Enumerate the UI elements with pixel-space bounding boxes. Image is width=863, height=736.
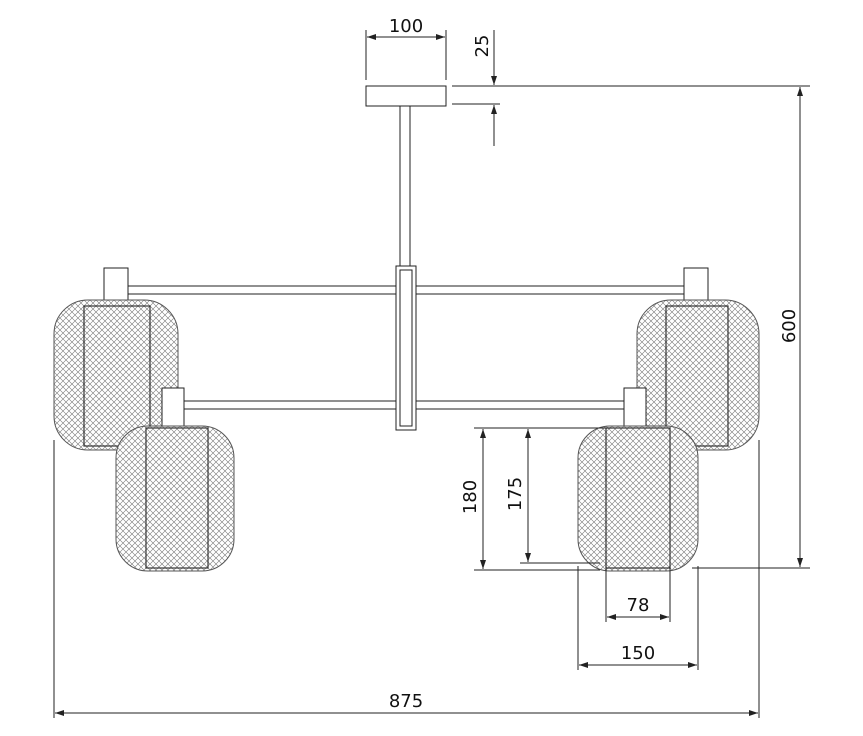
shade-back-left bbox=[53, 267, 179, 451]
dim-label-shade-height-inner: 175 bbox=[505, 477, 526, 511]
dimension-shade-outer-width: 150 bbox=[577, 566, 699, 670]
ceiling-canopy bbox=[365, 85, 447, 107]
dimension-canopy-width: 100 bbox=[365, 16, 447, 80]
dim-label-canopy-height: 25 bbox=[472, 35, 493, 58]
dim-label-shade-outer-width: 150 bbox=[621, 643, 655, 664]
dim-label-total-height: 600 bbox=[779, 309, 800, 343]
dim-label-canopy-width: 100 bbox=[389, 16, 423, 37]
suspension-rod bbox=[399, 105, 411, 267]
dimension-canopy-height: 25 bbox=[452, 30, 810, 146]
dim-label-shade-inner-width: 78 bbox=[627, 595, 650, 616]
shade-back-right bbox=[636, 267, 760, 451]
dim-label-total-width: 875 bbox=[389, 691, 423, 712]
shade-front-right bbox=[577, 387, 699, 572]
dimension-shade-inner-width: 78 bbox=[605, 566, 671, 622]
dimension-total-width: 875 bbox=[53, 440, 760, 718]
shade-front-left bbox=[115, 387, 235, 572]
dimension-total-height: 600 bbox=[692, 87, 810, 569]
dimension-shade-height-inner: 175 bbox=[505, 429, 600, 564]
dim-label-shade-height-outer: 180 bbox=[460, 480, 481, 514]
dimension-shade-height-outer: 180 bbox=[460, 427, 612, 571]
